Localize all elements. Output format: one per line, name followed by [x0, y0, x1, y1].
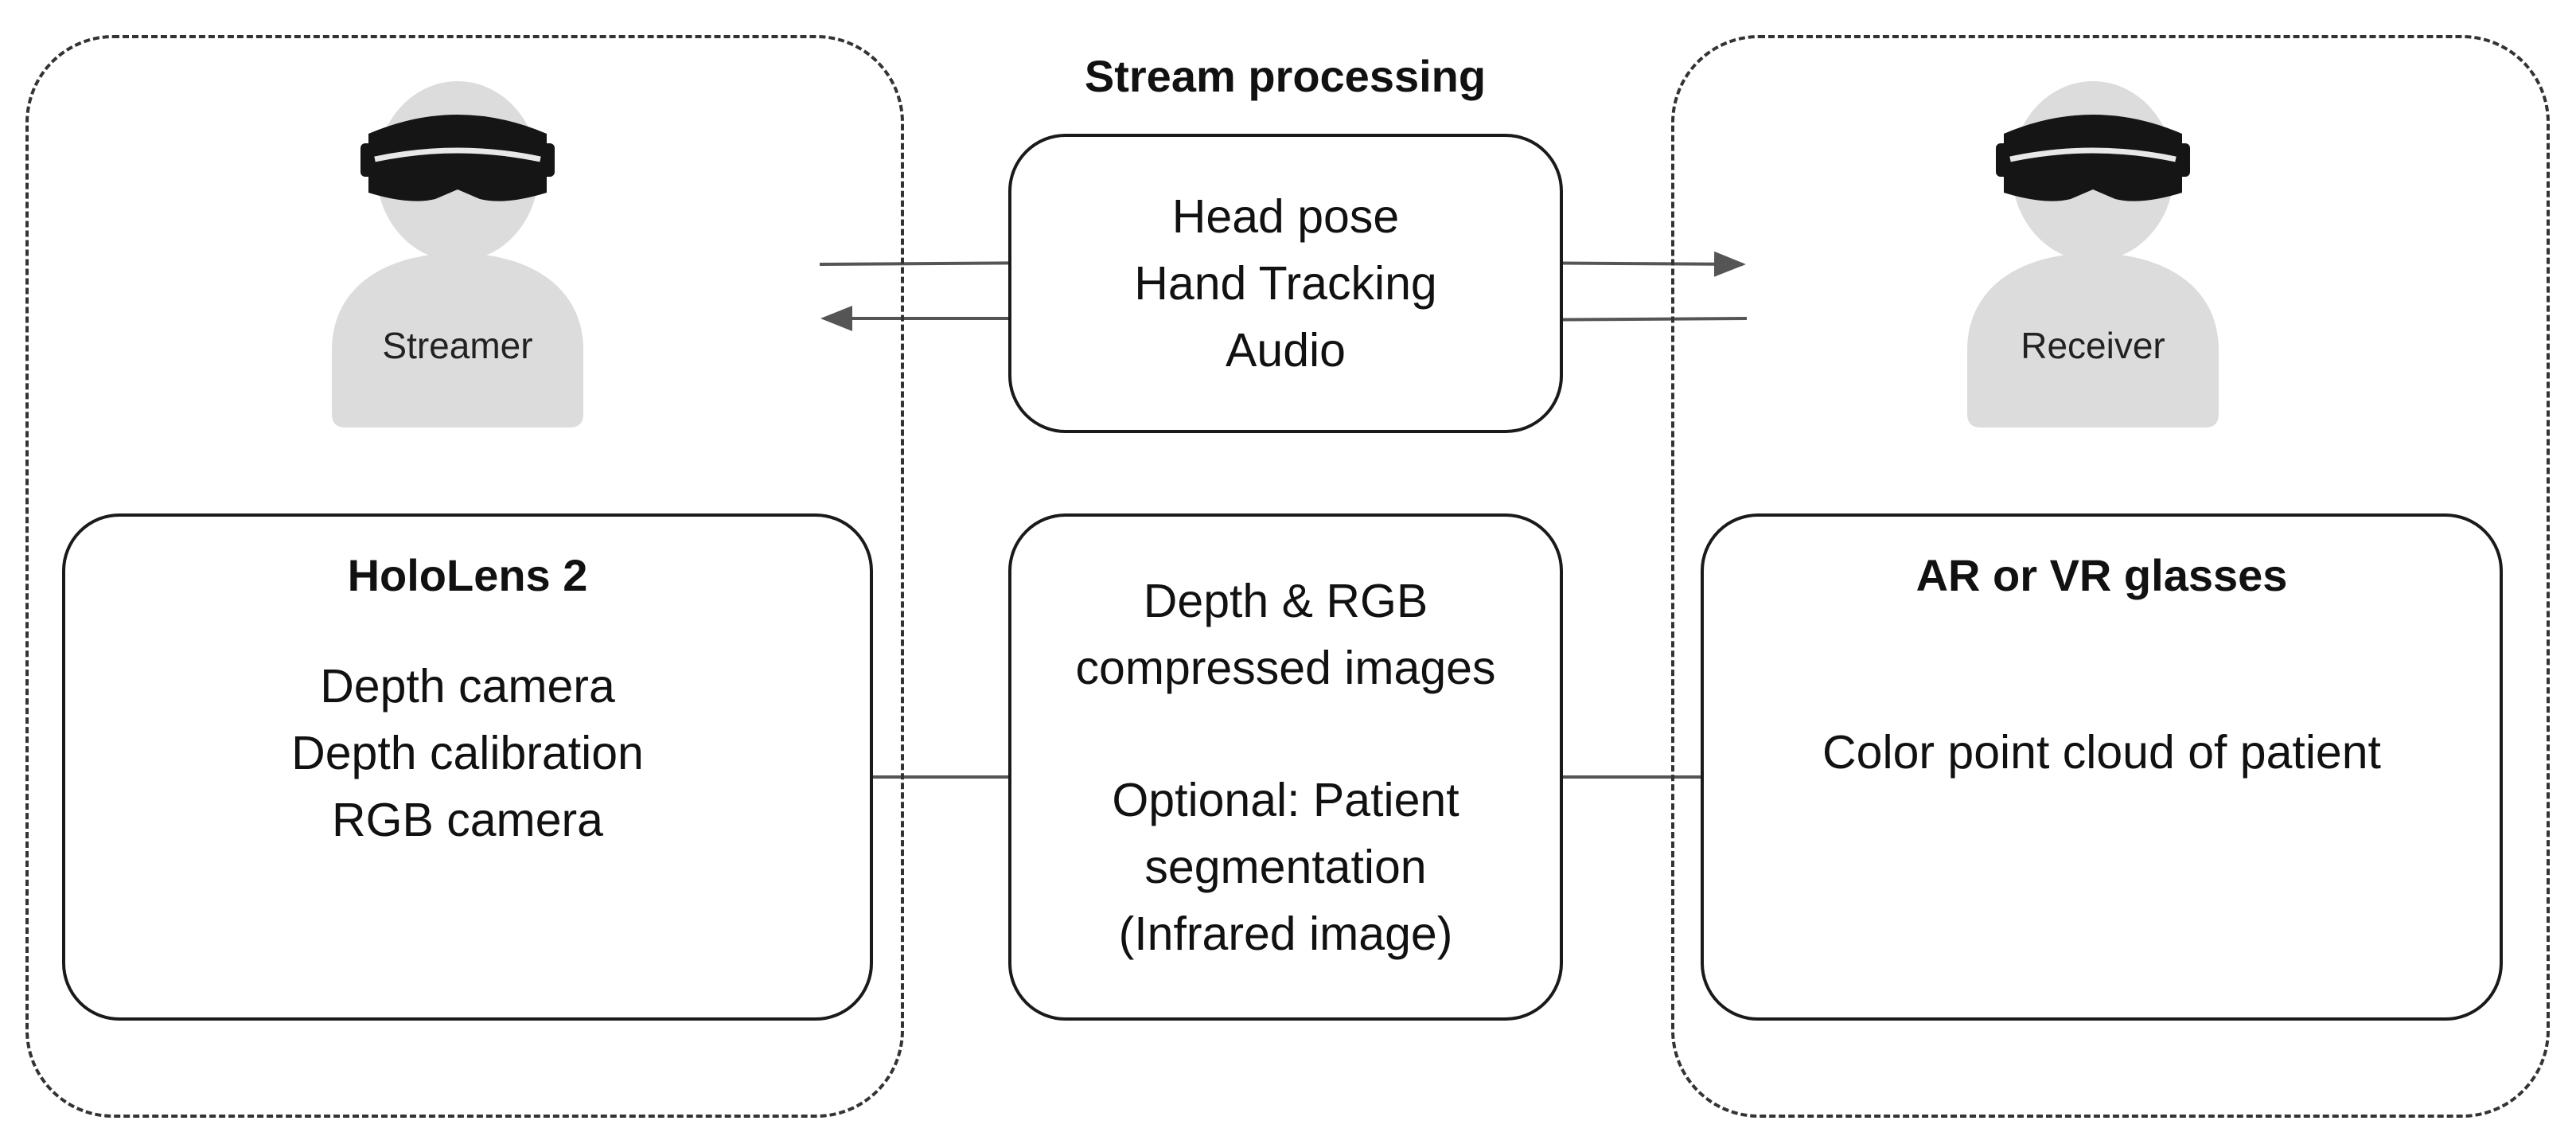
images-segmentation: segmentation	[1144, 840, 1427, 893]
receiver-person-icon	[1967, 81, 2219, 428]
receiver-device-box: AR or VR glasses Color point cloud of pa…	[1701, 513, 2503, 1021]
receiver-label: Receiver	[2021, 325, 2165, 366]
images-box: Depth & RGB compressed images Optional: …	[1008, 513, 1563, 1021]
streamer-group	[25, 35, 904, 1118]
streamer-device-title: HoloLens 2	[347, 550, 588, 600]
tracking-hand-tracking: Hand Tracking	[1134, 257, 1437, 310]
streamer-label: Streamer	[382, 325, 533, 366]
tracking-box: Head pose Hand Tracking Audio	[1008, 134, 1563, 433]
streamer-device-box: HoloLens 2 Depth camera Depth calibratio…	[62, 513, 873, 1021]
images-optional-segmentation: Optional: Patient	[1112, 773, 1459, 826]
images-compressed: compressed images	[1075, 641, 1496, 694]
tracking-audio: Audio	[1226, 324, 1346, 377]
receiver-device-point-cloud: Color point cloud of patient	[1822, 726, 2381, 779]
streamer-device-rgb-camera: RGB camera	[332, 794, 603, 847]
tracking-head-pose: Head pose	[1171, 190, 1400, 243]
images-depth-rgb: Depth & RGB	[1143, 574, 1428, 627]
streamer-device-depth-calibration: Depth calibration	[291, 727, 644, 780]
diagram-title: Stream processing	[1084, 51, 1487, 101]
receiver-group	[1671, 35, 2550, 1118]
receiver-device-title: AR or VR glasses	[1915, 550, 2288, 600]
streamer-person-icon	[332, 81, 583, 428]
images-infrared: (Infrared image)	[1118, 907, 1453, 960]
streamer-device-depth-camera: Depth camera	[320, 660, 615, 713]
